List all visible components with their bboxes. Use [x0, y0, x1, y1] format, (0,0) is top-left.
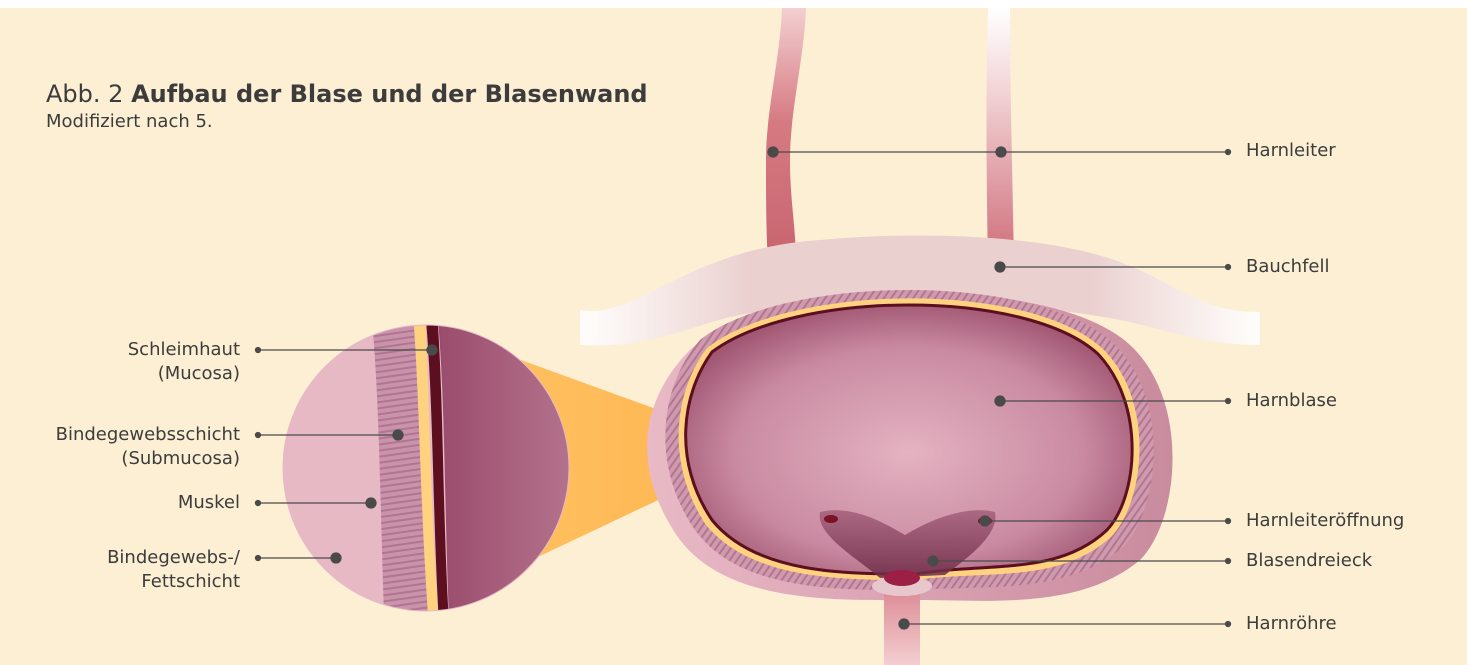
zoom-circle [283, 300, 600, 640]
label-mucosa: Schleimhaut (Mucosa) [128, 338, 240, 386]
label-mucosa-line1: Schleimhaut [128, 338, 240, 362]
figure-title: Abb. 2 Aufbau der Blase und der Blasenwa… [46, 80, 648, 108]
label-trigone: Blasendreieck [1246, 549, 1372, 573]
label-ureter-opening: Harnleiteröffnung [1246, 509, 1404, 533]
figure-subtitle: Modifiziert nach 5. [46, 111, 213, 132]
figure-title-bold: Aufbau der Blase und der Blasenwand [131, 80, 648, 108]
label-submucosa-line1: Bindegewebsschicht [56, 423, 240, 447]
label-fat-line1: Bindegewebs-/ [107, 546, 240, 570]
label-muscle-line1: Muskel [178, 491, 240, 515]
label-fat: Bindegewebs-/ Fettschicht [107, 546, 240, 594]
label-urethra: Harnröhre [1246, 612, 1337, 636]
right-ureter [987, 8, 1015, 262]
urethra-opening [884, 570, 920, 586]
label-mucosa-line2: (Mucosa) [128, 362, 240, 386]
label-muscle: Muskel [178, 491, 240, 515]
figure-title-prefix: Abb. 2 [46, 80, 123, 108]
label-submucosa: Bindegewebsschicht (Submucosa) [56, 423, 240, 471]
left-ureter [766, 8, 806, 262]
left-ureter-opening [824, 515, 838, 523]
label-peritoneum: Bauchfell [1246, 255, 1330, 279]
label-ureter: Harnleiter [1246, 139, 1336, 163]
label-fat-line2: Fettschicht [107, 570, 240, 594]
label-submucosa-line2: (Submucosa) [56, 447, 240, 471]
label-bladder: Harnblase [1246, 389, 1337, 413]
